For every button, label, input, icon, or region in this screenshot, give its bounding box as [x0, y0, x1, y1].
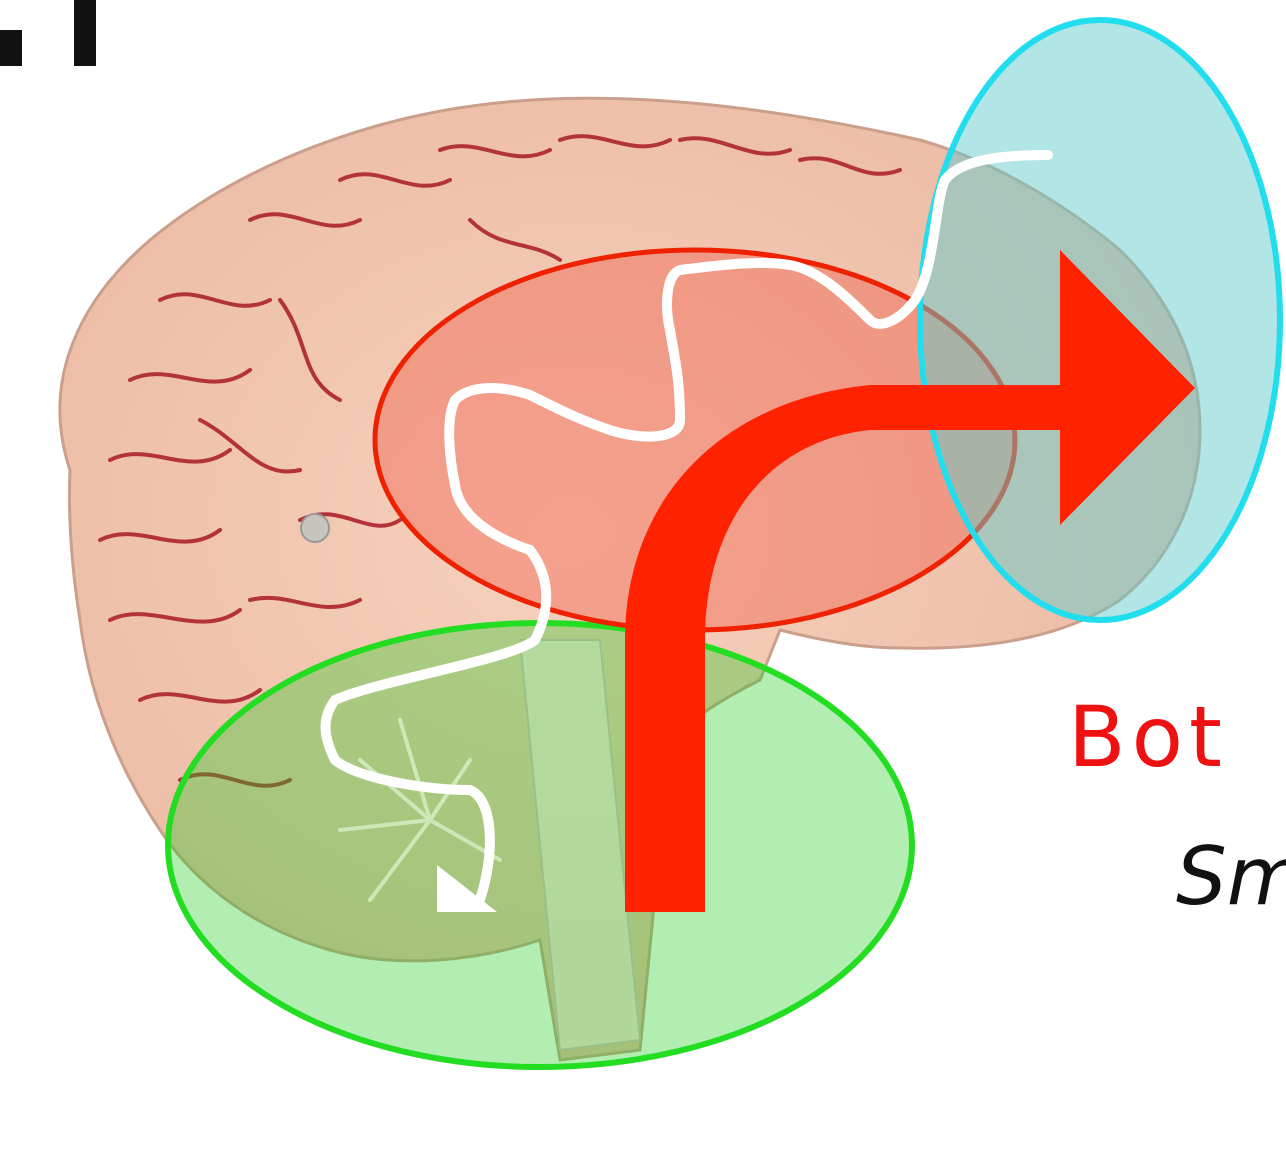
caption-main: Bot: [1068, 688, 1228, 786]
brain-figure: [0, 0, 1286, 1088]
brain-diagram: Bot Sm: [0, 0, 1286, 1088]
caption-sub: Sm: [1176, 830, 1286, 923]
caption-bottom-fragment: [0, 1092, 110, 1158]
model-knob: [301, 514, 329, 542]
